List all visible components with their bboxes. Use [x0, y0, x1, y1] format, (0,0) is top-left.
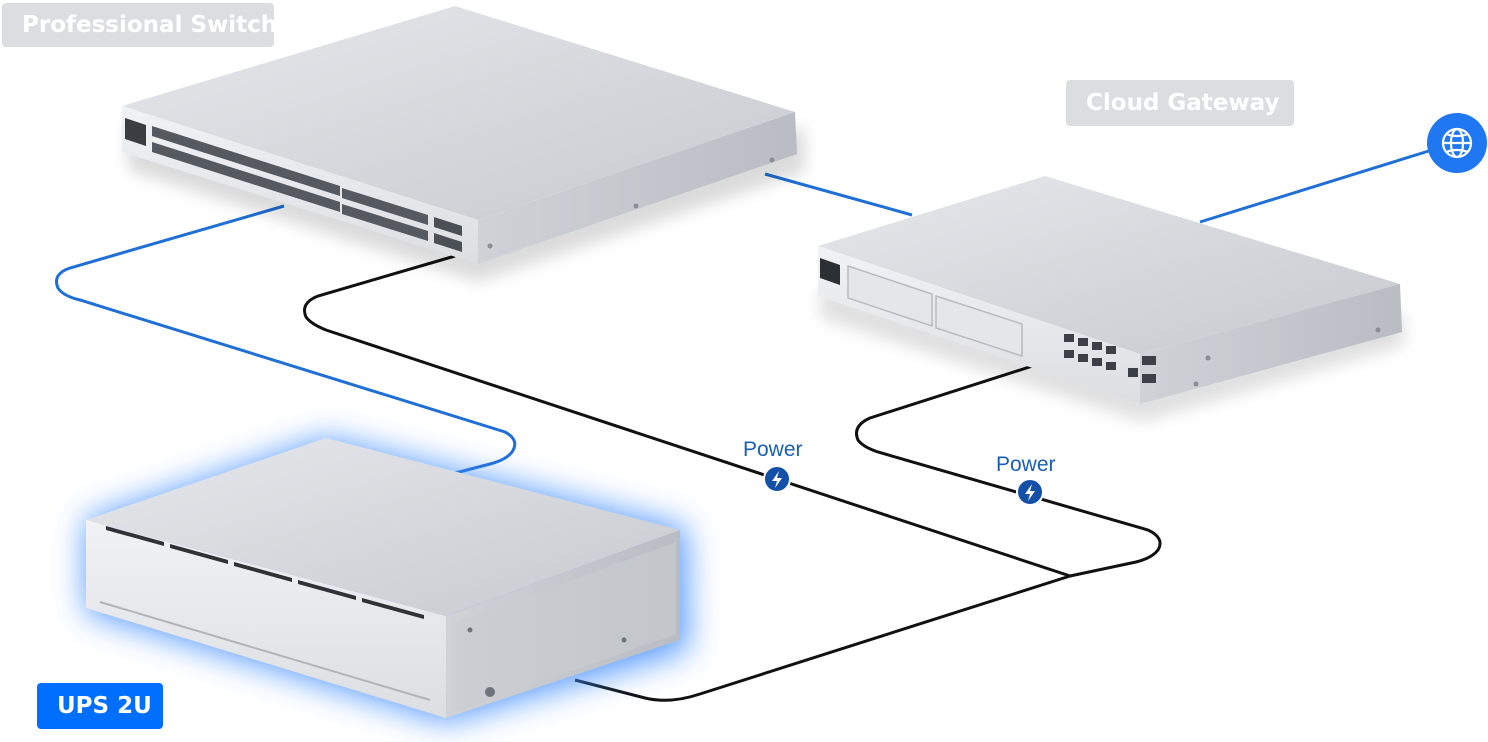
- cloud-gateway-device[interactable]: [818, 176, 1404, 422]
- ups-label: UPS 2U: [37, 683, 163, 729]
- switch-port-array: [152, 126, 462, 252]
- power-bolt-icon: [1016, 478, 1044, 506]
- ups-vents: [106, 526, 424, 619]
- power-cables: [303, 254, 1162, 702]
- ups-bottom-vents: [99, 601, 431, 701]
- switch-console-port: [125, 118, 146, 146]
- cable-gateway-to-internet: [1199, 148, 1433, 224]
- gateway-top: [818, 176, 1400, 354]
- gateway-display: [820, 258, 840, 285]
- power-label-gateway: Power: [996, 453, 1056, 476]
- gateway-ports: [1064, 334, 1156, 383]
- ups-front: [86, 520, 446, 718]
- cable-switch-to-ups: [55, 204, 517, 479]
- power-label-switch: Power: [743, 438, 803, 461]
- globe-icon[interactable]: [1427, 113, 1487, 173]
- ups-top: [86, 438, 680, 616]
- power-cable-switch: [303, 254, 1075, 702]
- power-cable-gateway: [855, 360, 1162, 578]
- switch-top: [122, 6, 795, 220]
- gateway-drive-bay-2: [935, 294, 1023, 358]
- power-bolt-icon: [763, 465, 791, 493]
- data-cables: [55, 148, 1433, 479]
- switch-side: [478, 112, 797, 264]
- gateway-side: [1140, 284, 1402, 404]
- cable-switch-to-gateway: [764, 172, 913, 217]
- gateway-drive-bay-1: [847, 264, 933, 328]
- cloud-gateway-label: Cloud Gateway: [1066, 80, 1294, 126]
- ups-rear-panel: [456, 542, 676, 712]
- professional-switch-device[interactable]: [122, 6, 805, 282]
- professional-switch-label: Professional Switch: [2, 3, 277, 47]
- ups-2u-device[interactable]: [86, 438, 688, 722]
